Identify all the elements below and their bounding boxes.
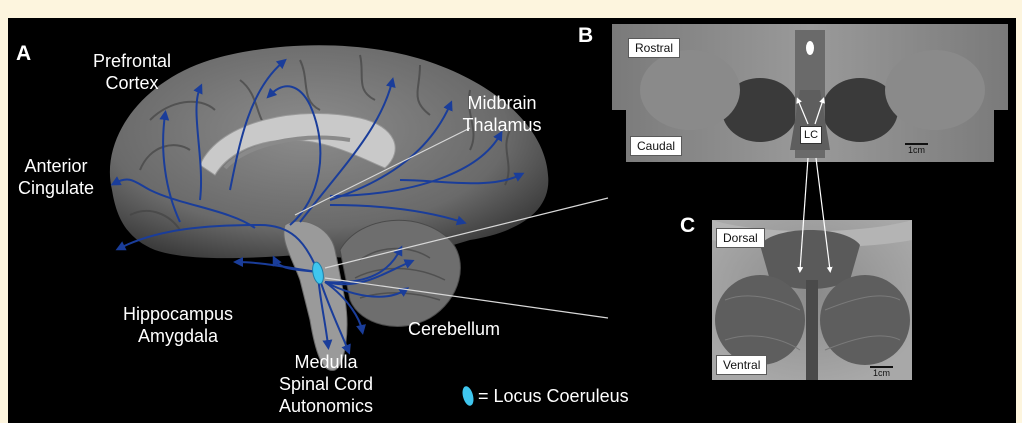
tag-caudal: Caudal: [630, 136, 682, 156]
tag-dorsal: Dorsal: [716, 228, 765, 248]
tag-ventral: Ventral: [716, 355, 767, 375]
label-cerebellum: Cerebellum: [398, 318, 510, 340]
scale-bar-c: 1cm: [870, 366, 893, 378]
cerebellum-shape: [340, 220, 460, 326]
tag-lc: LC: [800, 126, 822, 144]
panel-label-a: A: [16, 42, 31, 66]
legend-text: = Locus Coeruleus: [478, 385, 629, 407]
scale-bar-b: 1cm: [905, 143, 928, 155]
legend-lc-icon: [461, 385, 476, 407]
tag-rostral: Rostral: [628, 38, 680, 58]
panel-label-b: B: [578, 24, 593, 48]
panel-label-c: C: [680, 214, 695, 238]
